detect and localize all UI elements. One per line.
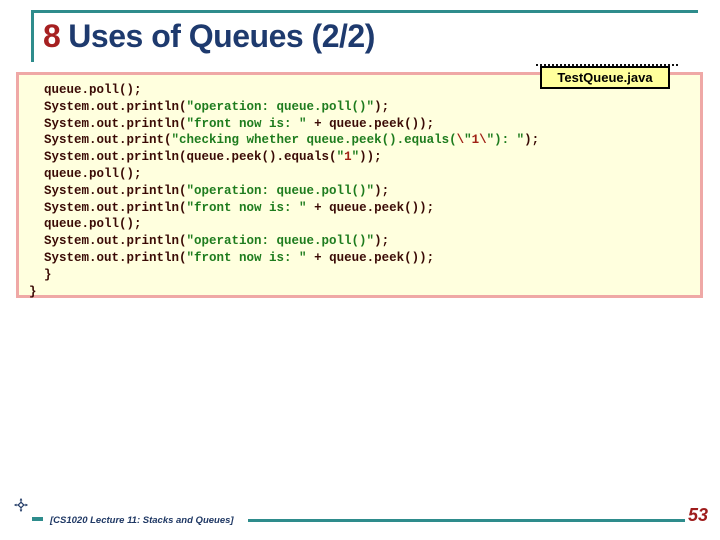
code-line: System.out.println("operation: queue.pol… xyxy=(29,234,390,249)
header-top-rule xyxy=(33,10,698,13)
footer-bullet-dash xyxy=(32,517,43,521)
callout-dotted-line xyxy=(536,64,678,66)
filename-label: TestQueue.java xyxy=(557,70,653,85)
slide-number-prefix: 8 xyxy=(43,18,61,54)
code-line: System.out.print("checking whether queue… xyxy=(29,133,540,148)
code-block: queue.poll(); System.out.println("operat… xyxy=(29,82,696,300)
code-line: System.out.println("operation: queue.pol… xyxy=(29,99,390,114)
compass-cursor-icon xyxy=(14,498,28,512)
filename-callout: TestQueue.java xyxy=(540,66,670,89)
code-panel: queue.poll(); System.out.println("operat… xyxy=(16,72,703,300)
page-number: 53 xyxy=(688,505,709,525)
footer-rule xyxy=(248,519,685,522)
code-line: } xyxy=(29,284,37,299)
code-line: System.out.println("operation: queue.pol… xyxy=(29,183,390,198)
footer-course-label: [CS1020 Lecture 11: Stacks and Queues] xyxy=(50,515,234,526)
code-line: System.out.println("front now is: " + qu… xyxy=(29,200,435,215)
code-line: System.out.println("front now is: " + qu… xyxy=(29,116,435,131)
code-line: queue.poll(); xyxy=(29,83,142,97)
code-line: queue.poll(); xyxy=(29,166,142,181)
page-title-text: Uses of Queues (2/2) xyxy=(68,18,375,54)
code-line: queue.poll(); xyxy=(29,217,142,232)
code-line: System.out.println(queue.peek().equals("… xyxy=(29,150,382,165)
code-line: } xyxy=(29,267,52,282)
code-line: System.out.println("front now is: " + qu… xyxy=(29,250,435,265)
header-left-rule xyxy=(31,10,34,62)
